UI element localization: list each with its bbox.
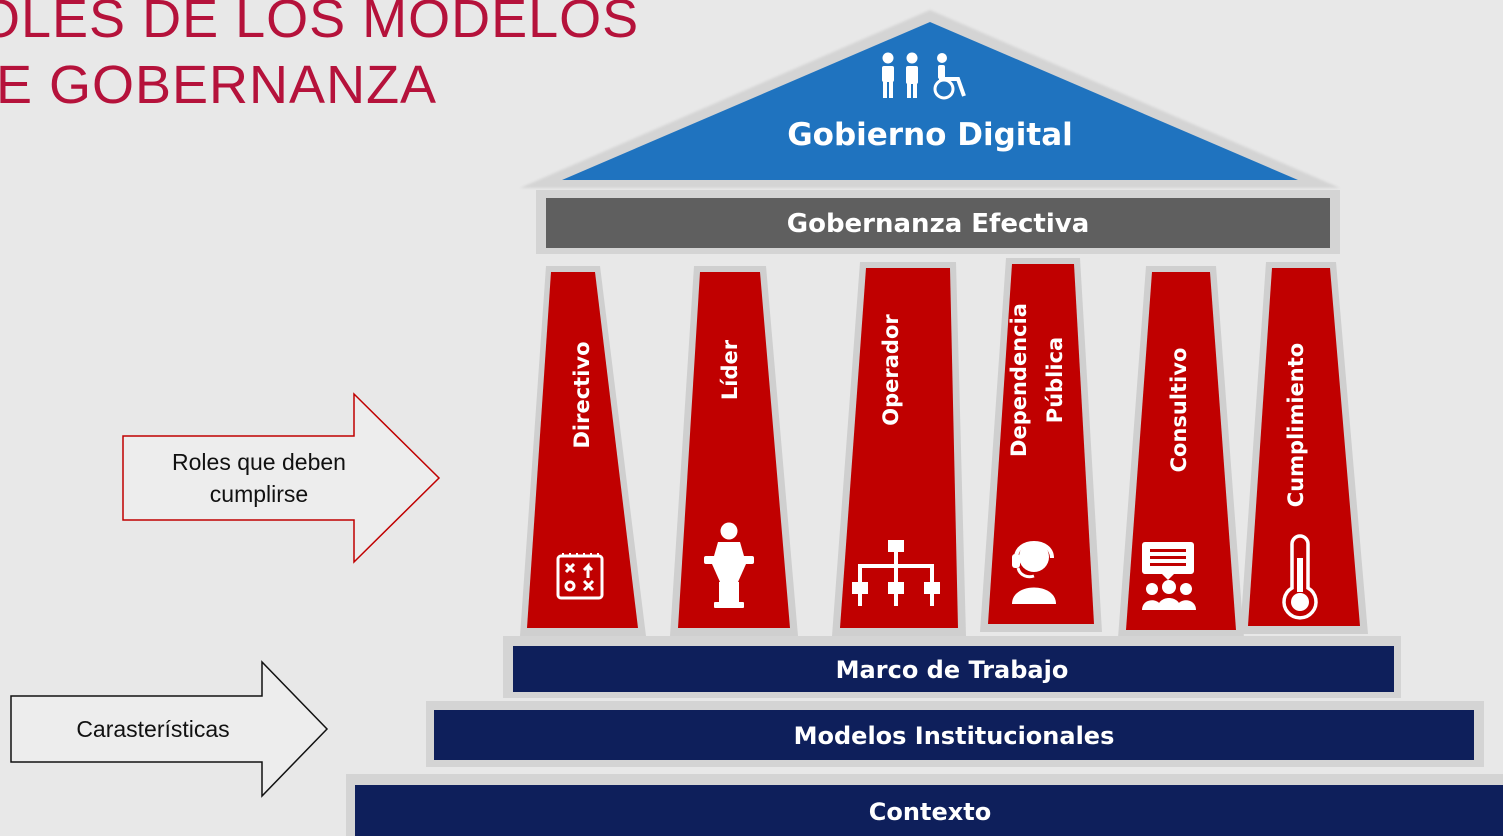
roles-arrow-line-2: cumplirse: [210, 481, 308, 507]
pillar-label-operador: Operador: [879, 314, 903, 426]
band-label-marco: Marco de Trabajo: [836, 656, 1069, 684]
pillar-operador: Operador: [832, 262, 966, 636]
strategy-board-icon: [556, 553, 604, 600]
page-title-line-2: E GOBERNANZA: [0, 55, 438, 115]
caracteristicas-arrow-label: Carasterísticas: [76, 716, 229, 742]
beam: Gobernanza Efectiva: [536, 190, 1340, 254]
beam-label: Gobernanza Efectiva: [787, 209, 1090, 239]
roles-arrow: Roles que deben cumplirse: [122, 392, 441, 564]
band-label-modelos: Modelos Institucionales: [794, 722, 1115, 750]
thermometer-icon: [1282, 534, 1318, 620]
pillar-label-directivo: Directivo: [570, 341, 594, 448]
pillar-label-consultivo: Consultivo: [1167, 348, 1191, 473]
speaker-podium-icon: [704, 522, 754, 608]
pillar-label-publica: Pública: [1043, 337, 1067, 423]
beam-shape: [546, 198, 1330, 248]
roof-label: Gobierno Digital: [787, 117, 1073, 153]
support-headset-icon: [1012, 541, 1056, 604]
pillar-lider: Líder: [670, 266, 798, 636]
pillar-cumplimiento: Cumplimiento: [1240, 262, 1368, 634]
pillar-label-dependencia: Dependencia: [1007, 303, 1031, 457]
pillars: Directivo Líder: [520, 258, 1368, 638]
people-accessibility-icon: [882, 52, 966, 100]
roof-shape: [562, 22, 1298, 180]
band-modelos-institucionales: Modelos Institucionales: [426, 701, 1484, 767]
org-chart-icon: [852, 540, 940, 606]
band-marco-de-trabajo: Marco de Trabajo: [503, 636, 1401, 698]
page-title-line-1: OLES DE LOS MODELOS: [0, 0, 640, 49]
band-label-contexto: Contexto: [869, 798, 991, 826]
page-title: OLES DE LOS MODELOS E GOBERNANZA: [0, 0, 639, 118]
presentation-audience-icon: [1142, 542, 1196, 610]
band-contexto: Contexto: [346, 774, 1503, 836]
pillar-directivo: Directivo: [520, 266, 646, 636]
pillar-consultivo: Consultivo: [1118, 266, 1244, 638]
caracteristicas-arrow: Carasterísticas: [10, 660, 329, 798]
pillar-label-cumplimiento: Cumplimiento: [1284, 343, 1308, 507]
pillar-dependencia-publica: Dependencia Pública: [980, 258, 1102, 632]
roof: Gobierno Digital: [520, 10, 1340, 188]
roles-arrow-line-1: Roles que deben: [172, 449, 346, 475]
pillar-label-lider: Líder: [718, 339, 742, 400]
